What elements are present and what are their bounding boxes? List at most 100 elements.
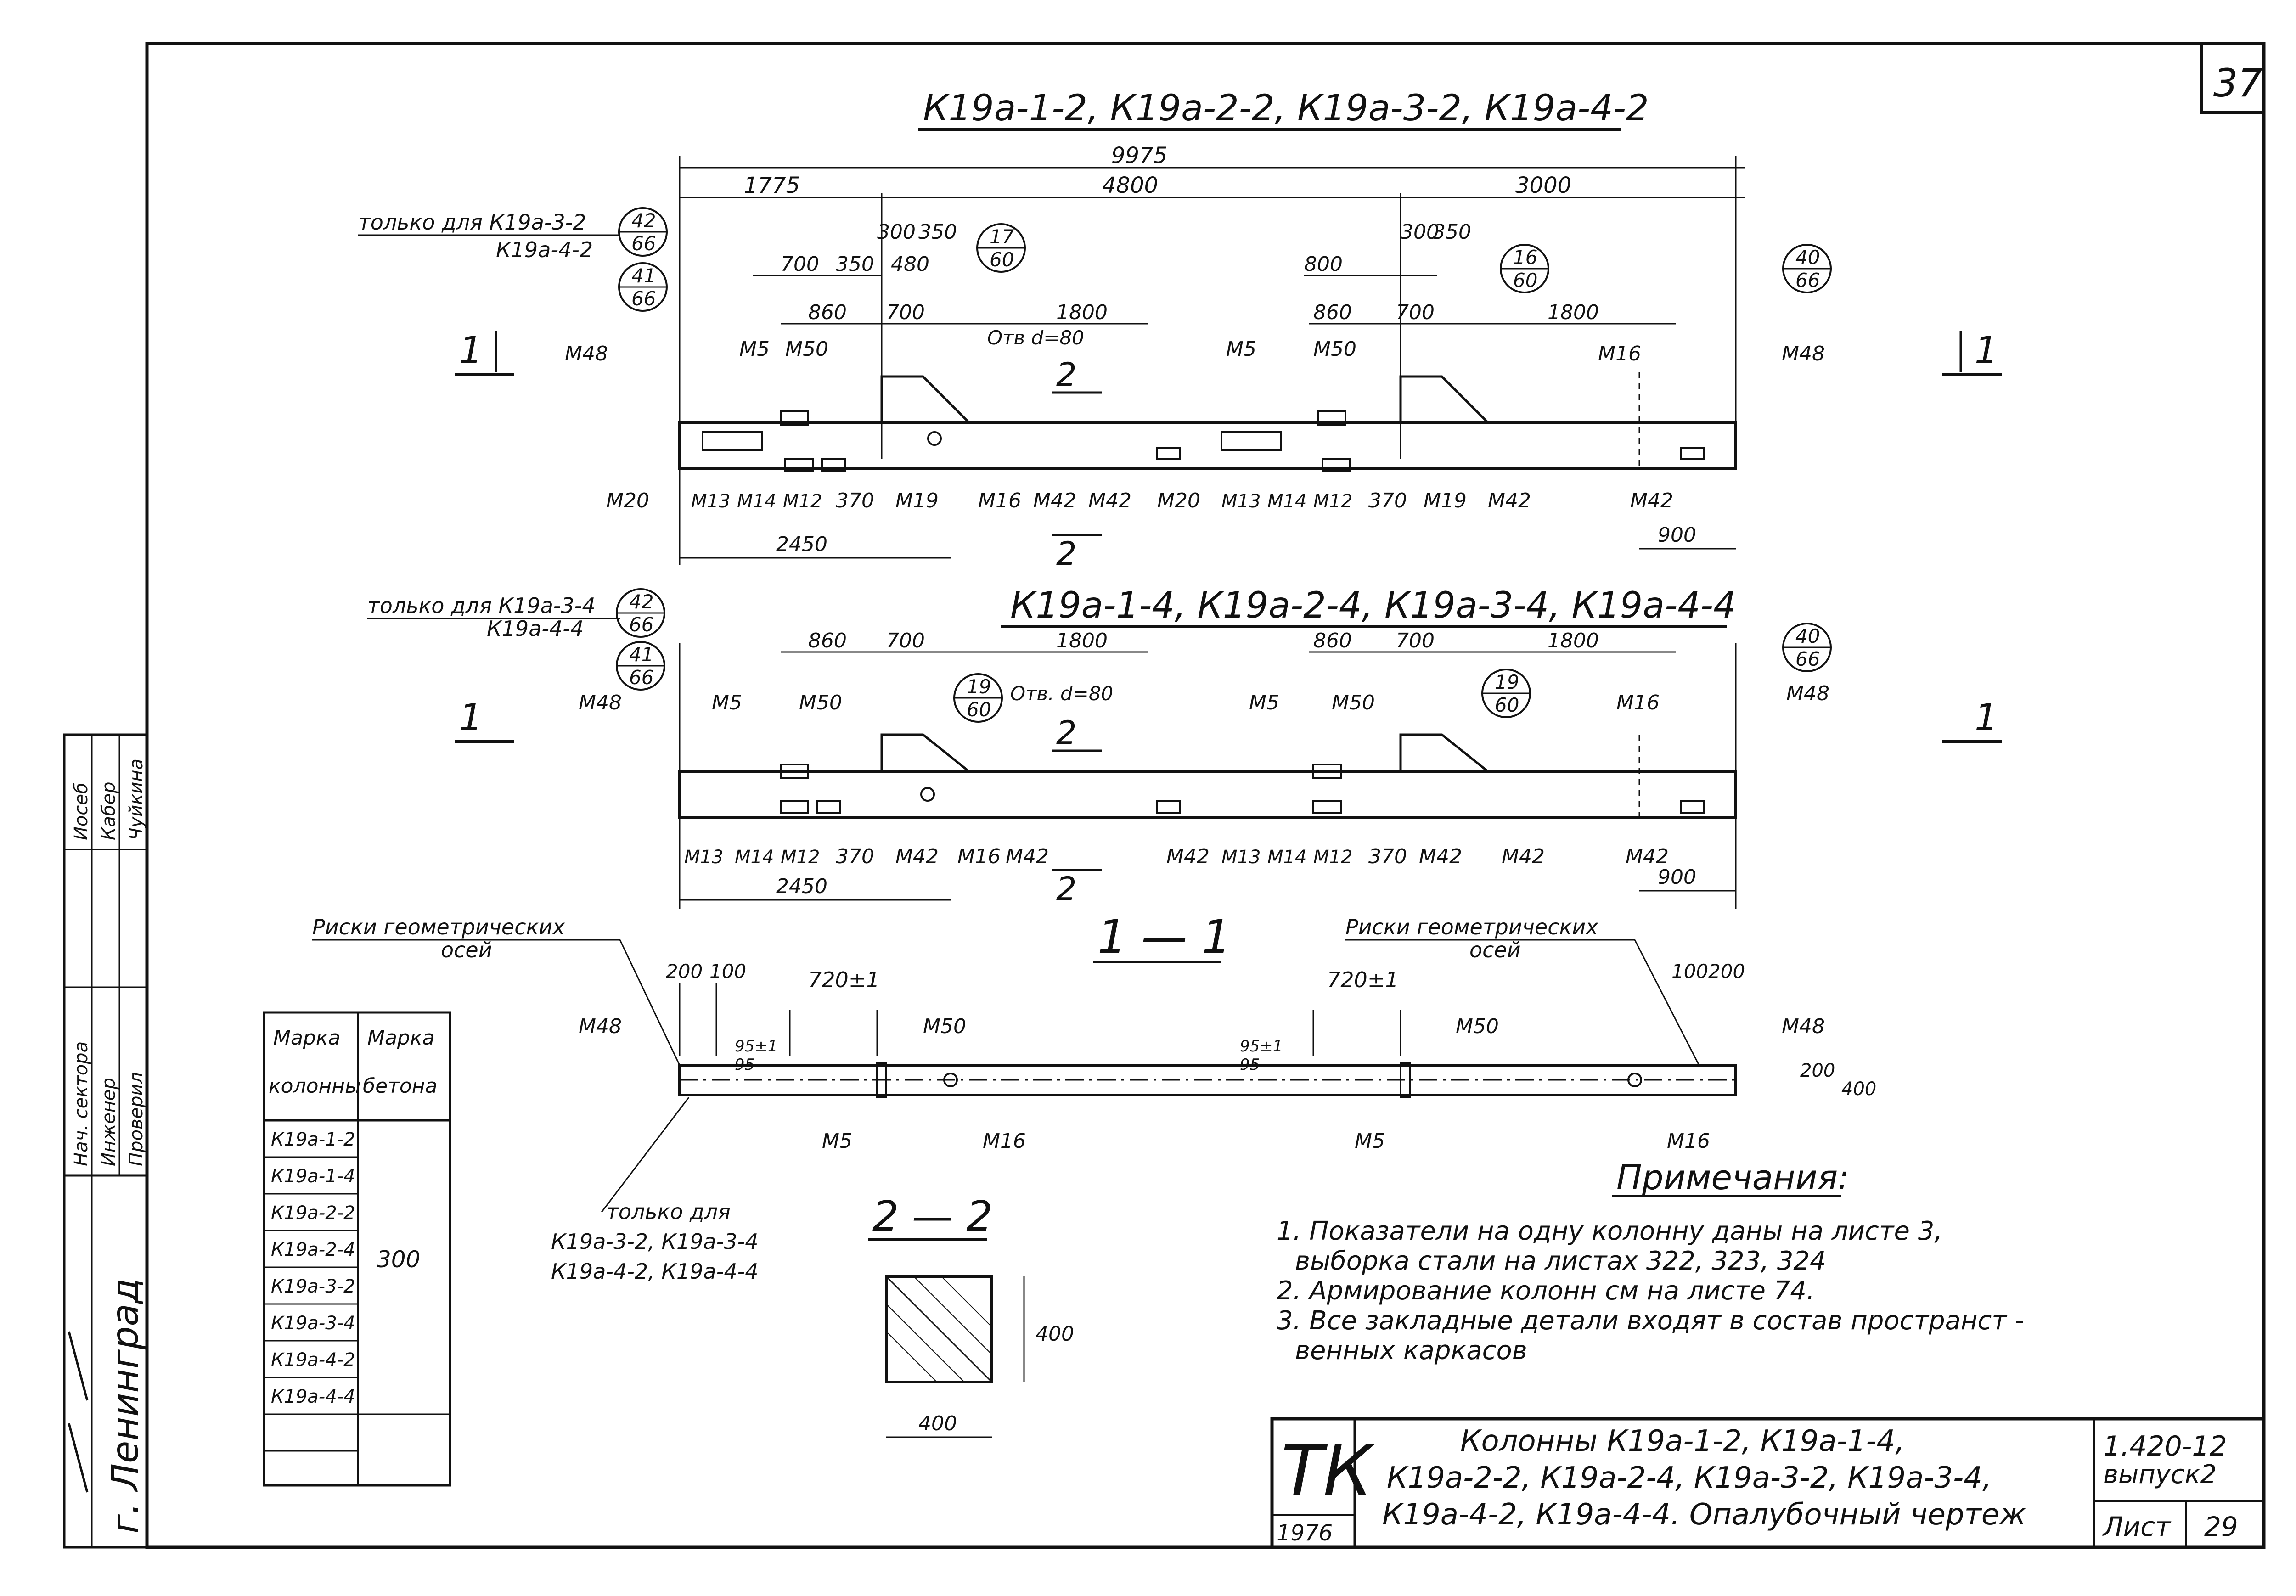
dim-860-top: 860: [808, 301, 847, 324]
dim-900-mid: 900: [1658, 865, 1696, 889]
column-top-body: [678, 421, 1737, 470]
table-row-1: К19а-1-2: [271, 1129, 355, 1150]
dim-300-top: 300: [877, 220, 916, 244]
mark-m42d-top: М42: [1630, 489, 1673, 512]
section-mark-1-left-mid: 1: [459, 696, 483, 739]
stamp-title-1: Колонны К19а-1-2, К19а-1-4,: [1460, 1424, 1905, 1458]
svg-text:66: 66: [629, 666, 653, 689]
mark-m48b-s11: М48: [1782, 1015, 1825, 1038]
dim-370b-top: 370: [1368, 489, 1407, 512]
mark-m42-top: М42: [1033, 489, 1076, 512]
dim-1800b-top: 1800: [1548, 301, 1599, 324]
dim-1800-top: 1800: [1056, 301, 1108, 324]
svg-text:66: 66: [1795, 269, 1820, 292]
dim-2450-top: 2450: [776, 533, 827, 556]
svg-text:60: 60: [1513, 269, 1537, 292]
svg-text:40: 40: [1795, 246, 1820, 269]
stamp-sheet-no: 29: [2204, 1511, 2238, 1542]
mark-m48-mid: М48: [579, 691, 622, 714]
svg-text:19: 19: [967, 675, 991, 698]
concrete-table: Марка колонны Марка бетона К19а-1-2 К19а…: [263, 1011, 451, 1487]
mark-m48-top: М48: [565, 342, 608, 365]
section-22-title: 2 — 2: [872, 1192, 993, 1241]
mark-m50b-s11: М50: [1456, 1015, 1499, 1038]
svg-text:42: 42: [631, 209, 656, 232]
stamp-title-3: К19а-4-2, К19а-4-4. Опалубочный чертеж: [1382, 1498, 2026, 1532]
only-for-top-2: К19а-4-2: [496, 237, 593, 262]
svg-text:17: 17: [990, 225, 1014, 248]
sidebar-role-1: Нач. сектора: [71, 1041, 92, 1166]
mark-m48b-mid: М48: [1786, 682, 1829, 705]
stamp-year: 1976: [1277, 1520, 1333, 1546]
stamp-org: ТК: [1281, 1431, 1375, 1511]
only-for-middle-1: только для К19а-3-4: [367, 593, 596, 618]
section-mark-1-left-top: 1: [459, 329, 483, 371]
svg-text:41: 41: [629, 643, 653, 666]
mark-m42e-mid: М42: [1502, 845, 1545, 868]
table-header-col1-1: Марка: [273, 1026, 340, 1050]
mark-m13-mid: М13: [684, 847, 723, 868]
mark-m5b-s11: М5: [1355, 1130, 1385, 1153]
mark-m14b-mid: М14: [1267, 847, 1306, 868]
svg-text:66: 66: [1795, 648, 1820, 670]
only-for-s11-1: только для: [606, 1199, 731, 1224]
note-line-4: 3. Все закладные детали входят в состав …: [1277, 1306, 2024, 1336]
mark-m5-s11: М5: [822, 1130, 852, 1153]
section-mark-1-right-mid: 1: [1975, 696, 1998, 739]
svg-text:60: 60: [990, 248, 1014, 271]
view-top-title: К19а-1-2, К19а-2-2, К19а-3-2, К19а-4-2: [923, 88, 1649, 129]
svg-text:42: 42: [629, 590, 653, 613]
section-mark-2-lower-top: 2: [1056, 535, 1077, 573]
mark-m5-top: М5: [739, 337, 770, 361]
table-row-5: К19а-3-2: [271, 1276, 355, 1297]
mark-m20b-top: М20: [1157, 489, 1200, 512]
mark-m5b-mid: М5: [1249, 691, 1279, 714]
dim-400-s22-v: 400: [1035, 1322, 1074, 1346]
svg-text:40: 40: [1795, 625, 1820, 647]
svg-text:60: 60: [967, 698, 991, 721]
mark-m12b-top: М12: [1313, 491, 1352, 512]
section-mark-2-upper-top: 2: [1056, 356, 1077, 393]
mark-m19b-top: М19: [1424, 489, 1467, 512]
note-line-5: венных каркасов: [1295, 1336, 1527, 1366]
mark-m42-mid: М42: [895, 845, 939, 868]
dim-720-s11-b: 720±1: [1327, 967, 1399, 992]
view-middle-title: К19а-1-4, К19а-2-4, К19а-3-4, К19а-4-4: [1010, 585, 1736, 626]
table-row-3: К19а-2-2: [271, 1203, 355, 1224]
mark-m16-mid: М16: [1616, 691, 1660, 714]
mark-m14-top: М14: [737, 491, 776, 512]
mark-m16b-s11: М16: [1667, 1130, 1710, 1153]
table-row-8: К19а-4-4: [271, 1386, 355, 1407]
svg-text:16: 16: [1513, 246, 1537, 269]
dim-860b-top: 860: [1313, 301, 1352, 324]
axis-note-left-1: Риски геометрических: [312, 915, 565, 939]
dim-4800: 4800: [1102, 173, 1158, 198]
mark-m50-top: М50: [785, 337, 828, 361]
dim-700-top: 700: [781, 253, 819, 276]
mark-m16-top: М16: [1598, 342, 1641, 365]
notes-heading: Примечания:: [1616, 1158, 1849, 1197]
dim-700b-mid: 700: [1396, 629, 1435, 652]
dim-860-mid: 860: [808, 629, 847, 652]
dim-480-top: 480: [891, 253, 929, 276]
svg-text:19: 19: [1495, 671, 1519, 693]
dim-100-s11: 100: [709, 960, 746, 983]
table-row-6: К19а-3-4: [271, 1313, 355, 1334]
mark-m16b-mid: М16: [957, 845, 1001, 868]
stamp-title-2: К19а-2-2, К19а-2-4, К19а-3-2, К19а-3-4,: [1387, 1461, 1992, 1495]
dim-700c-top: 700: [1396, 301, 1435, 324]
dim-720-s11-a: 720±1: [808, 967, 880, 992]
mark-m19-top: М19: [895, 489, 939, 512]
mark-m5b-top: М5: [1226, 337, 1256, 361]
dim-1775: 1775: [744, 173, 800, 198]
